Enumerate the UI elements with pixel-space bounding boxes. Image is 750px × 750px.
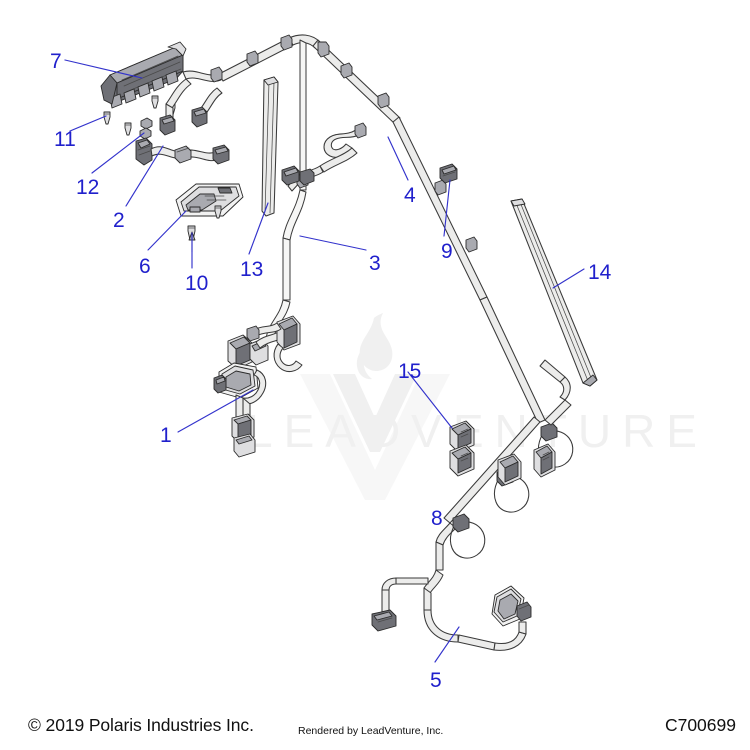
callout-leader-1: [177, 389, 254, 433]
part-1-upper-connector: [246, 315, 303, 373]
callout-leader-2: [125, 145, 164, 207]
callout-leader-13: [248, 202, 269, 255]
callout-number-1[interactable]: 1: [160, 424, 172, 447]
part-9-harness-clamp: [439, 163, 458, 184]
part-2-jumper-harness: [135, 137, 230, 166]
callout-number-5[interactable]: 5: [430, 669, 442, 692]
callout-number-10[interactable]: 10: [185, 272, 209, 295]
part-13-inline-connectors: [281, 165, 315, 186]
part-7-fuse-relay-block: [100, 41, 187, 109]
callout-leader-3: [299, 235, 367, 251]
part-number-label: C700699: [664, 715, 736, 735]
part-1-wire-harness-front-module: [213, 329, 287, 458]
callout-number-6[interactable]: 6: [139, 255, 151, 278]
callout-number-14[interactable]: 14: [588, 261, 612, 284]
callout-number-7[interactable]: 7: [50, 50, 62, 73]
callout-leader-9: [443, 179, 451, 237]
part-3-roof-wire-harness: [159, 34, 546, 424]
callout-number-4[interactable]: 4: [404, 184, 416, 207]
callout-leader-11: [69, 115, 107, 132]
callout-leader-15: [407, 371, 453, 429]
callout-leader-4: [387, 136, 409, 181]
part-14-seal-extrusion-long: [510, 198, 598, 387]
callout-leader-5: [434, 626, 460, 663]
callout-leaders: [64, 59, 585, 663]
callout-number-3[interactable]: 3: [369, 252, 381, 275]
part-15-connector-block-pair: [449, 420, 475, 477]
callout-number-12[interactable]: 12: [76, 176, 100, 199]
callout-number-2[interactable]: 2: [113, 209, 125, 232]
diagram-footer: © 2019 Polaris Industries Inc. Rendered …: [0, 706, 750, 750]
copyright-text: © 2019 Polaris Industries Inc.: [28, 715, 254, 735]
callout-number-8[interactable]: 8: [431, 507, 443, 530]
callout-number-15[interactable]: 15: [398, 360, 422, 383]
callout-number-11[interactable]: 11: [54, 128, 76, 151]
part-10-screw: [187, 205, 222, 253]
rendered-by-text: Rendered by LeadVenture, Inc.: [298, 725, 444, 737]
callout-leader-12: [91, 132, 145, 174]
callout-number-9[interactable]: 9: [441, 240, 453, 263]
callout-number-13[interactable]: 13: [240, 258, 264, 281]
part-12-nuts: [139, 117, 153, 140]
part-5-rear-wire-harness: [371, 416, 541, 651]
part-8-cable-ties: [449, 359, 574, 559]
callout-leader-7: [64, 59, 143, 79]
callout-leader-6: [147, 210, 187, 251]
part-13-seal-extrusion-short: [261, 76, 279, 217]
callout-leader-14: [552, 268, 585, 289]
